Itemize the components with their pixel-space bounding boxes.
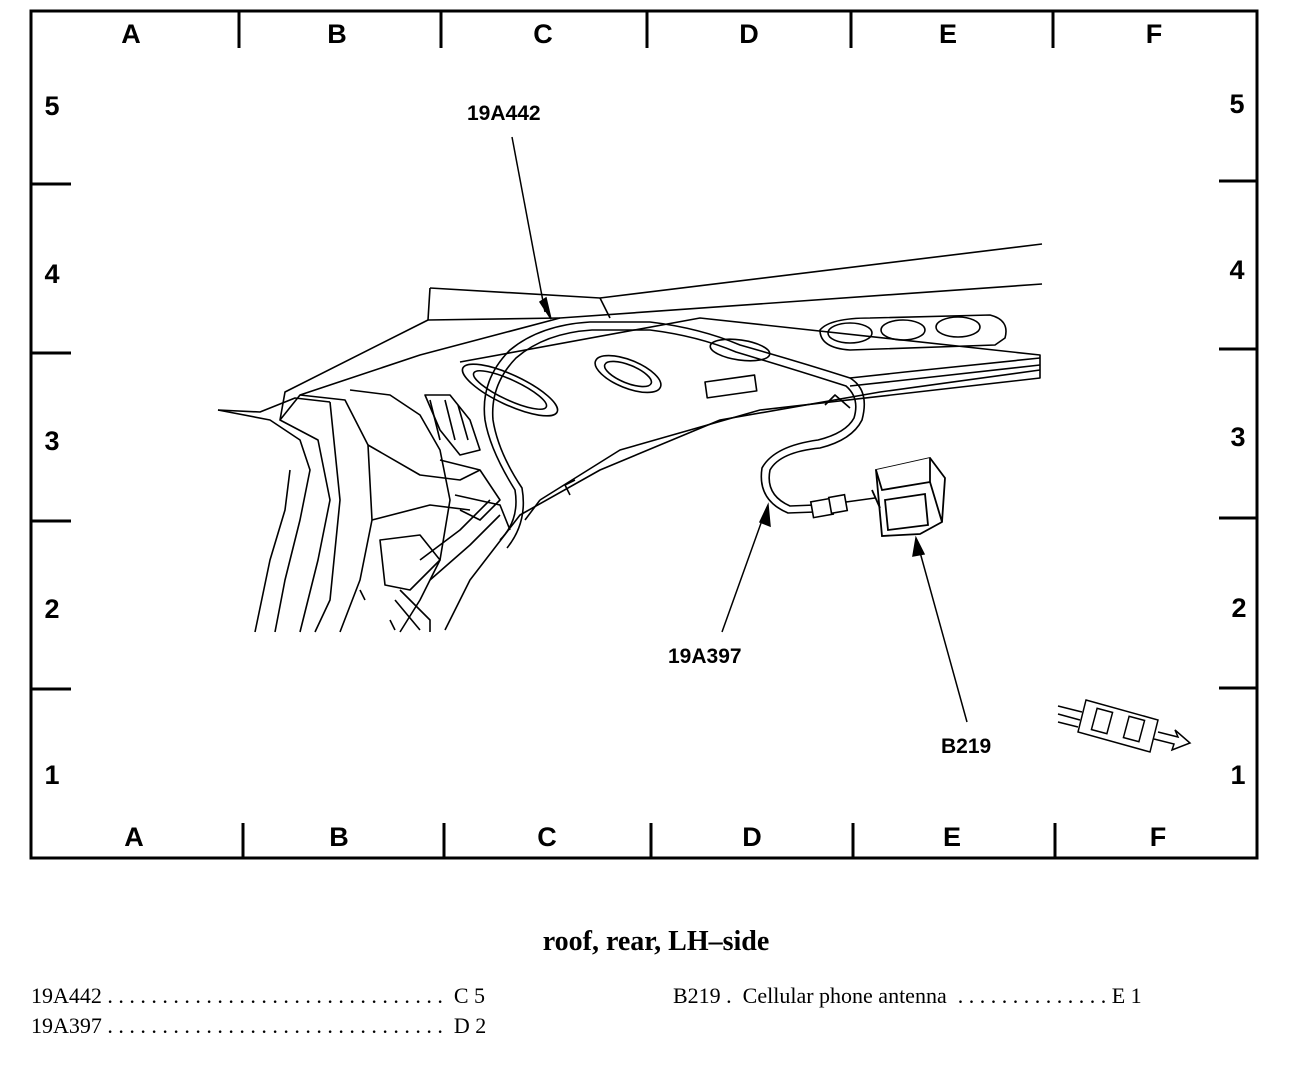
harness-19a442: [483, 321, 1041, 549]
col-label-bottom: D: [742, 822, 762, 852]
connector-19a397: [809, 493, 876, 519]
diagram-caption: roof, rear, LH–side: [542, 926, 770, 957]
col-label-bottom: F: [1150, 822, 1167, 852]
legend-left-line-2: 19A397 . . . . . . . . . . . . . . . . .…: [31, 1013, 487, 1038]
vehicle-roof-illustration: [217, 243, 1043, 633]
row-label-right: 4: [1229, 255, 1244, 285]
row-labels-right: 5 4 3 2 1: [1229, 89, 1246, 790]
row-label-right: 2: [1231, 593, 1246, 623]
col-label-bottom: E: [943, 822, 961, 852]
vehicle-orientation-icon: [1057, 699, 1192, 753]
row-label-right: 1: [1230, 760, 1245, 790]
bottom-grid-dividers: [241, 823, 1057, 858]
col-label-top: D: [739, 19, 759, 49]
row-label-left: 1: [44, 760, 59, 790]
legend-right-line-1: B219 . Cellular phone antenna . . . . . …: [673, 983, 1142, 1008]
diagram-frame: [29, 9, 1259, 860]
right-grid-dividers: [1219, 179, 1257, 690]
row-label-left: 2: [44, 594, 59, 624]
callout-leaders: [511, 136, 968, 723]
row-label-left: 3: [44, 426, 59, 456]
left-grid-dividers: [31, 182, 71, 691]
callout-b219: B219: [941, 735, 991, 758]
col-label-top: E: [939, 19, 957, 49]
top-grid-dividers: [237, 11, 1055, 48]
callout-19a397: 19A397: [668, 645, 742, 668]
legend-left-line-1: 19A442 . . . . . . . . . . . . . . . . .…: [31, 983, 486, 1008]
col-label-top: F: [1146, 19, 1163, 49]
col-label-bottom: A: [124, 822, 144, 852]
row-label-left: 4: [44, 259, 59, 289]
callout-19a442: 19A442: [467, 102, 541, 125]
col-label-bottom: B: [329, 822, 349, 852]
column-labels-bottom: A B C D E F: [124, 822, 1166, 852]
row-labels-left: 5 4 3 2 1: [44, 91, 59, 790]
col-label-top: A: [121, 19, 141, 49]
column-labels-top: A B C D E F: [121, 19, 1162, 49]
row-label-right: 3: [1230, 422, 1245, 452]
col-label-top: B: [327, 19, 347, 49]
row-label-right: 5: [1229, 89, 1244, 119]
col-label-top: C: [533, 19, 553, 49]
col-label-bottom: C: [537, 822, 557, 852]
row-label-left: 5: [44, 91, 59, 121]
cellular-antenna-module: [871, 456, 946, 537]
